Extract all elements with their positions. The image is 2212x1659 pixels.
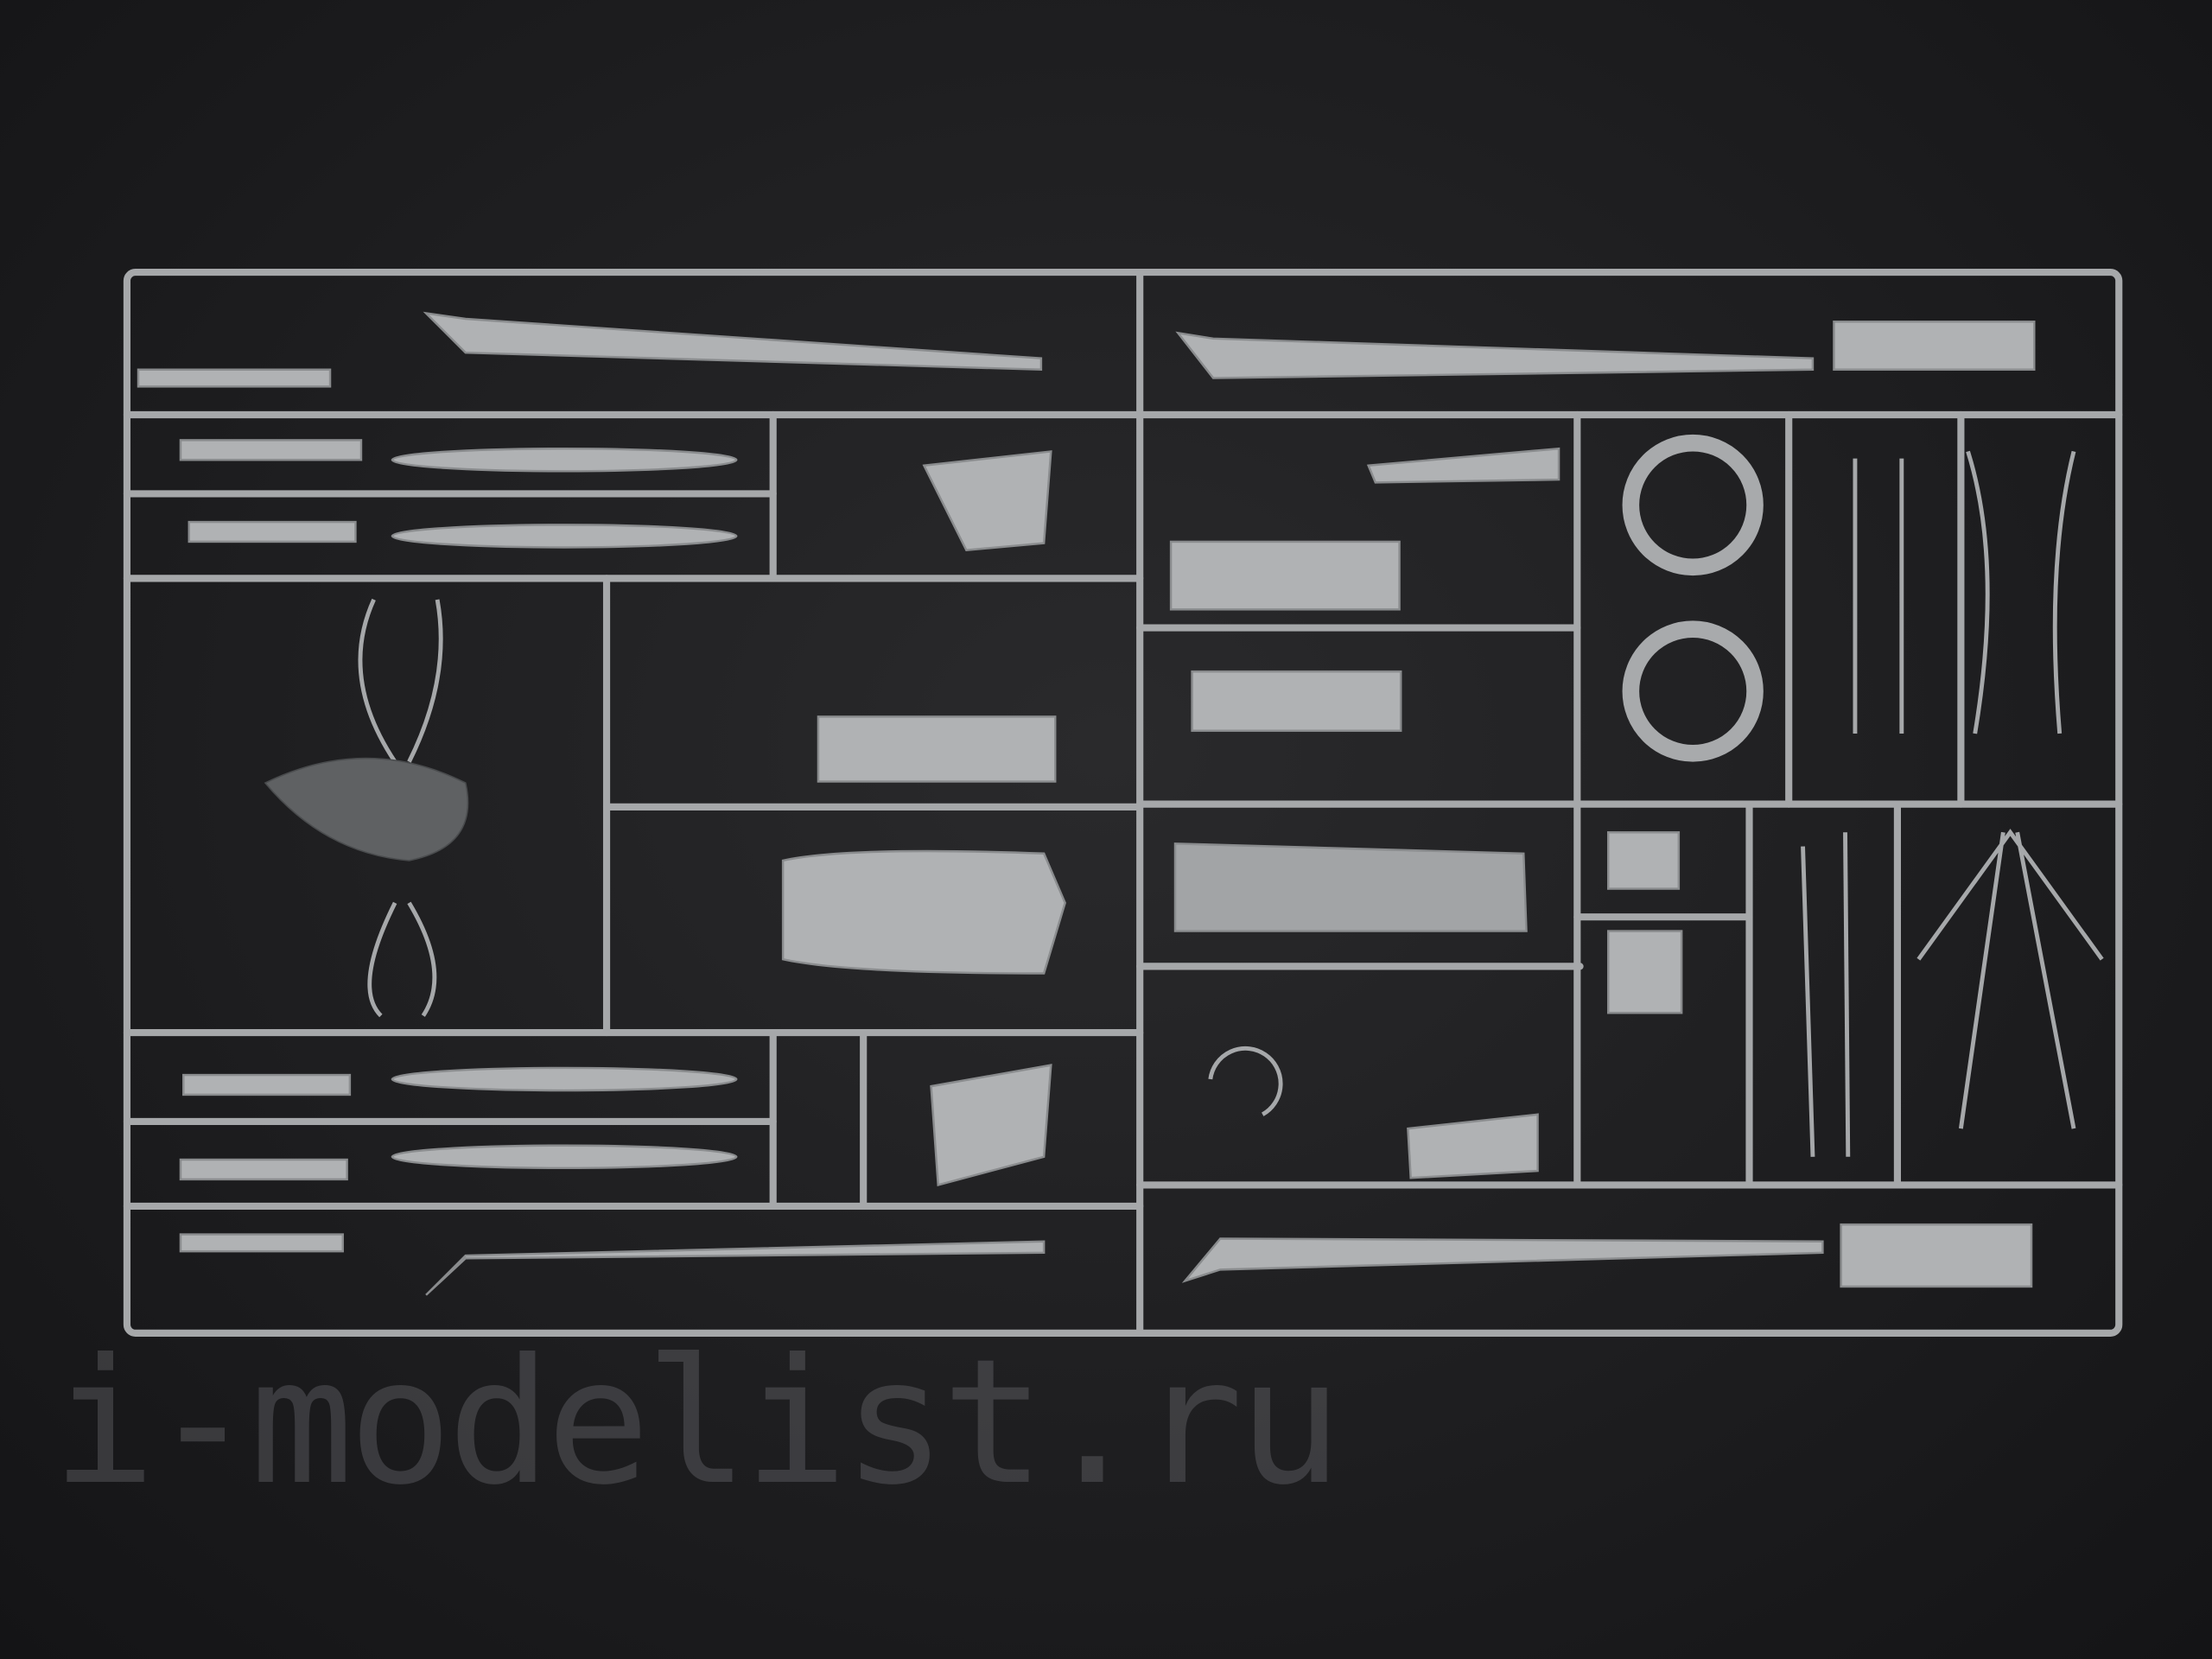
watermark-text: i-modelist.ru xyxy=(52,1322,1342,1523)
nose-cone-part xyxy=(264,757,469,861)
